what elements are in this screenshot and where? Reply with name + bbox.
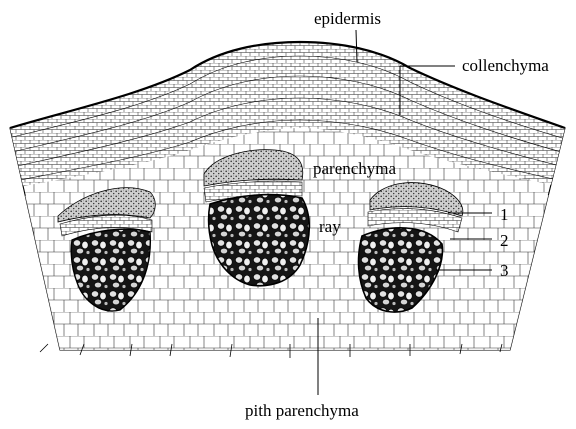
label-epidermis: epidermis — [314, 10, 381, 27]
label-pith-parenchyma: pith parenchyma — [245, 402, 359, 419]
label-1: 1 — [500, 206, 509, 223]
label-2: 2 — [500, 232, 509, 249]
label-parenchyma: parenchyma — [313, 160, 396, 177]
label-3: 3 — [500, 262, 509, 279]
label-ray: ray — [319, 218, 341, 235]
label-collenchyma: collenchyma — [462, 57, 549, 74]
